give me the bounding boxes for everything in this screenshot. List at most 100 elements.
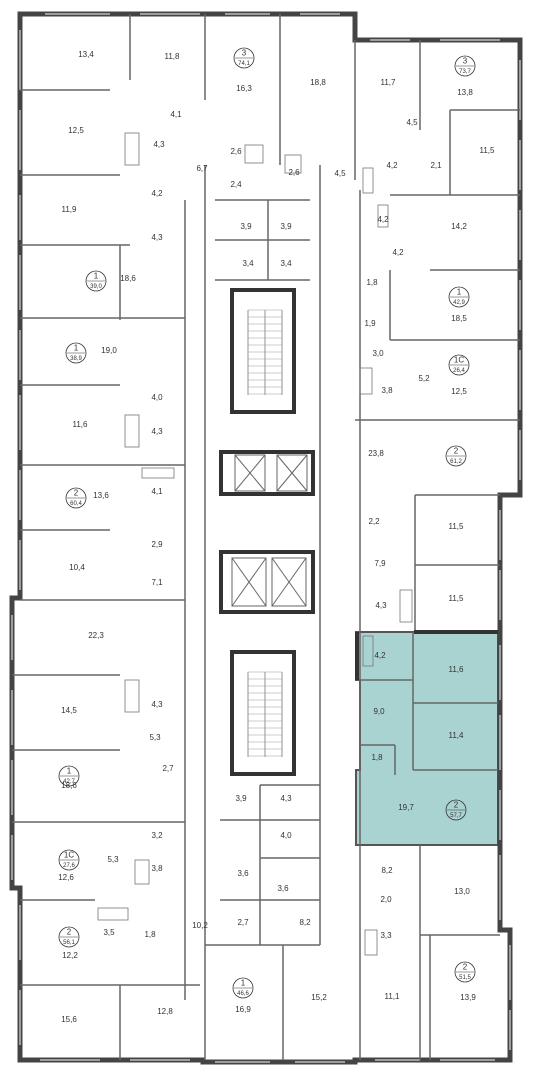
room-area-label: 13,8 <box>457 88 473 97</box>
apartment-badge-circle <box>65 342 87 364</box>
apartment-rooms: 2 <box>463 963 468 972</box>
exterior-walls <box>9 11 523 1065</box>
apartment-area: 61,2 <box>450 459 462 465</box>
apartment-area: 57,7 <box>450 813 462 819</box>
apartment-badge-circle <box>454 55 476 77</box>
room-area-label: 13,6 <box>93 491 109 500</box>
room-area-label: 2,1 <box>430 161 442 170</box>
room-area-label: 4,3 <box>375 601 387 610</box>
room-area-label: 4,5 <box>334 169 346 178</box>
room-area-label: 4,3 <box>151 700 163 709</box>
room-area-label: 2,0 <box>380 895 392 904</box>
apartment-badge[interactable]: 261,2 <box>445 445 467 467</box>
room-area-label: 18,5 <box>451 314 467 323</box>
room-area-label: 11,7 <box>381 78 397 87</box>
apartment-badge-circle <box>232 977 254 999</box>
apartment-rooms: 2 <box>454 801 459 810</box>
stair-steps <box>248 309 282 757</box>
room-area-label: 14,5 <box>61 706 77 715</box>
apartment-area: 42,7 <box>63 779 75 785</box>
apartment-badge[interactable]: 374,1 <box>233 47 255 69</box>
room-area-label: 11,6 <box>449 665 465 674</box>
apartment-badge-circle <box>454 961 476 983</box>
apartment-badge[interactable]: 260,4 <box>65 487 87 509</box>
room-area-label: 19,7 <box>398 803 414 812</box>
room-area-label: 8,2 <box>299 918 311 927</box>
room-area-label: 11,5 <box>480 146 496 155</box>
room-area-label: 12,6 <box>58 873 74 882</box>
room-area-label: 4,3 <box>280 794 292 803</box>
apartment-area: 74,1 <box>238 61 250 67</box>
room-area-label: 3,9 <box>235 794 247 803</box>
room-area-label: 8,2 <box>381 866 393 875</box>
room-area-label: 13,9 <box>460 993 476 1002</box>
room-area-label: 12,5 <box>451 387 467 396</box>
room-area-label: 16,9 <box>235 1005 251 1014</box>
apartment-area: 27,6 <box>63 863 75 869</box>
room-area-label: 4,2 <box>392 248 404 257</box>
apartment-area: 42,9 <box>453 300 465 306</box>
apartment-badge[interactable]: 138,9 <box>65 342 87 364</box>
selected-apartment[interactable] <box>355 631 499 846</box>
apartment-rooms: 1 <box>457 288 462 297</box>
interior-walls <box>12 14 520 1060</box>
room-area-label: 5,3 <box>149 733 161 742</box>
apartment-area: 26,4 <box>453 368 465 374</box>
room-area-label: 16,3 <box>236 84 252 93</box>
room-area-label: 2,4 <box>230 180 242 189</box>
apartment-rooms: 1 <box>241 979 246 988</box>
apartment-badge[interactable]: 251,5 <box>454 961 476 983</box>
apartment-badge[interactable]: 256,1 <box>58 926 80 948</box>
room-area-label: 3,6 <box>237 869 249 878</box>
room-area-label: 4,3 <box>153 140 165 149</box>
apartment-rooms: 1С <box>64 851 74 860</box>
apartment-badge[interactable]: 257,7 <box>445 799 467 821</box>
room-area-label: 12,5 <box>68 126 84 135</box>
room-area-label: 10,4 <box>69 563 85 572</box>
apartment-badge[interactable]: 142,9 <box>448 286 470 308</box>
apartment-badge-circle <box>445 799 467 821</box>
room-area-label: 2,2 <box>368 517 380 526</box>
room-area-label: 4,2 <box>386 161 398 170</box>
room-area-label: 3,9 <box>280 222 292 231</box>
apartment-area: 56,1 <box>63 940 75 946</box>
apartment-rooms: 1 <box>94 272 99 281</box>
apartment-rooms: 2 <box>74 489 79 498</box>
room-area-label: 4,3 <box>151 427 163 436</box>
room-area-label: 11,5 <box>449 522 465 531</box>
apartment-badge[interactable]: 142,7 <box>58 765 80 787</box>
apartment-rooms: 2 <box>454 447 459 456</box>
apartment-badge-circle <box>448 354 470 376</box>
room-area-label: 13,4 <box>78 50 94 59</box>
apartment-badge-circle <box>448 286 470 308</box>
apartment-badge[interactable]: 373,7 <box>454 55 476 77</box>
room-area-label: 9,0 <box>373 707 385 716</box>
room-area-label: 18,8 <box>310 78 326 87</box>
apartment-badge[interactable]: 139,0 <box>85 270 107 292</box>
apartment-badge-circle <box>445 445 467 467</box>
apartment-area: 38,9 <box>70 356 82 362</box>
apartment-badge[interactable]: 1С 27,6 <box>58 849 80 871</box>
room-area-label: 1,9 <box>364 319 376 328</box>
room-area-label: 4,0 <box>280 831 292 840</box>
staircases <box>247 310 283 757</box>
room-area-label: 1,8 <box>366 278 378 287</box>
room-area-label: 13,0 <box>454 887 470 896</box>
room-area-label: 3,4 <box>280 259 292 268</box>
room-area-label: 4,2 <box>374 651 386 660</box>
room-area-label: 4,0 <box>151 393 163 402</box>
room-area-label: 4,3 <box>151 233 163 242</box>
apartment-rooms: 1 <box>67 767 72 776</box>
apartment-area: 46,6 <box>237 991 249 997</box>
room-area-label: 3,8 <box>381 386 393 395</box>
apartment-area: 60,4 <box>70 501 82 507</box>
room-area-label: 3,9 <box>240 222 252 231</box>
apartment-badge[interactable]: 146,6 <box>232 977 254 999</box>
room-area-label: 3,0 <box>372 349 384 358</box>
room-area-label: 2,9 <box>151 540 163 549</box>
elevators <box>231 454 308 607</box>
room-area-label: 3,5 <box>103 928 115 937</box>
